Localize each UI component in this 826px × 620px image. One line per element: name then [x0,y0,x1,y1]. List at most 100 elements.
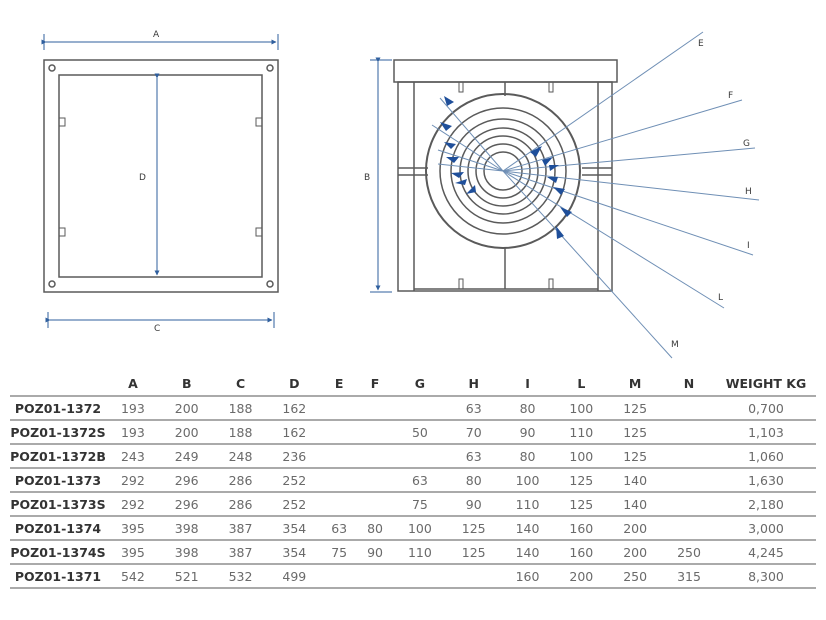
diameter-arrows [440,96,572,239]
table-cell: 542 [106,564,160,589]
table-cell: 125 [446,516,501,541]
table-cell: 90 [500,420,555,445]
table-cell: 200 [608,516,663,541]
table-cell: 387 [213,540,268,565]
side-dimension-b [370,57,392,293]
table-cell: 70 [446,420,501,445]
table-cell [662,516,716,541]
table-cell: 1,060 [716,444,816,469]
table-cell: 398 [159,516,214,541]
table-cell: 100 [554,396,609,421]
table-cell: 250 [662,540,716,565]
table-cell: 354 [267,516,322,541]
table-cell: 63 [393,468,447,493]
table-cell: 4,245 [716,540,816,565]
dimension-label-b: B [364,173,370,183]
table-cell: 236 [267,444,322,469]
table-cell: 193 [106,420,160,445]
table-cell: 250 [608,564,663,589]
table-cell: 90 [357,540,393,565]
table-cell: 80 [446,468,501,493]
column-header: G [393,372,447,397]
table-cell: 292 [106,468,160,493]
front-dimensions [41,34,279,328]
table-cell: 2,180 [716,492,816,517]
product-code: POZ01-1371 [10,564,106,589]
table-cell: 286 [213,492,268,517]
table-cell: 80 [357,516,393,541]
dimension-label-a: A [153,30,160,40]
side-view [393,59,618,292]
table-cell: 252 [267,492,322,517]
table-cell: 1,103 [716,420,816,445]
table-cell: 125 [554,492,609,517]
table-cell: 296 [159,468,214,493]
table-cell: 8,300 [716,564,816,589]
table-cell: 140 [608,468,663,493]
column-header: B [159,372,214,397]
table-cell: 110 [554,420,609,445]
table-cell: 140 [500,540,555,565]
diameter-label-m: M [671,340,679,350]
table-cell: 100 [500,468,555,493]
table-cell: 292 [106,492,160,517]
diameter-label-f: F [728,91,733,101]
table-cell [321,396,358,421]
column-header: I [500,372,555,397]
table-cell [321,420,358,445]
table-cell: 0,700 [716,396,816,421]
table-cell [321,564,358,589]
table-cell: 286 [213,468,268,493]
product-code: POZ01-1373 [10,468,106,493]
table-cell [321,468,358,493]
column-header: M [608,372,663,397]
table-cell: 160 [554,540,609,565]
product-code: POZ01-1372 [10,396,106,421]
table-cell: 315 [662,564,716,589]
table-cell: 75 [393,492,447,517]
table-cell [662,468,716,493]
column-header: A [106,372,160,397]
table-cell: 160 [500,564,555,589]
table-cell: 63 [321,516,358,541]
table-cell: 354 [267,540,322,565]
table-cell: 200 [159,396,214,421]
table-cell [357,420,393,445]
table-cell: 160 [554,516,609,541]
product-code: POZ01-1372S [10,420,106,445]
table-cell: 193 [106,396,160,421]
table-cell: 125 [608,396,663,421]
table-cell: 3,000 [716,516,816,541]
table-cell: 252 [267,468,322,493]
table-cell: 387 [213,516,268,541]
column-header [10,372,106,397]
table-cell: 110 [393,540,447,565]
front-view [43,59,279,293]
table-cell: 100 [393,516,447,541]
table-cell: 1,630 [716,468,816,493]
column-header: L [554,372,609,397]
table-cell: 125 [446,540,501,565]
table-cell: 532 [213,564,268,589]
table-cell: 125 [608,444,663,469]
column-header: N [662,372,716,397]
column-header: WEIGHT KG [716,372,816,397]
table-cell: 200 [608,540,663,565]
table-cell: 162 [267,396,322,421]
column-header: E [321,372,358,397]
table-cell: 398 [159,540,214,565]
table-cell: 395 [106,516,160,541]
table-cell: 140 [500,516,555,541]
table-cell: 200 [554,564,609,589]
table-cell [446,564,501,589]
product-code: POZ01-1374 [10,516,106,541]
table-cell: 63 [446,396,501,421]
